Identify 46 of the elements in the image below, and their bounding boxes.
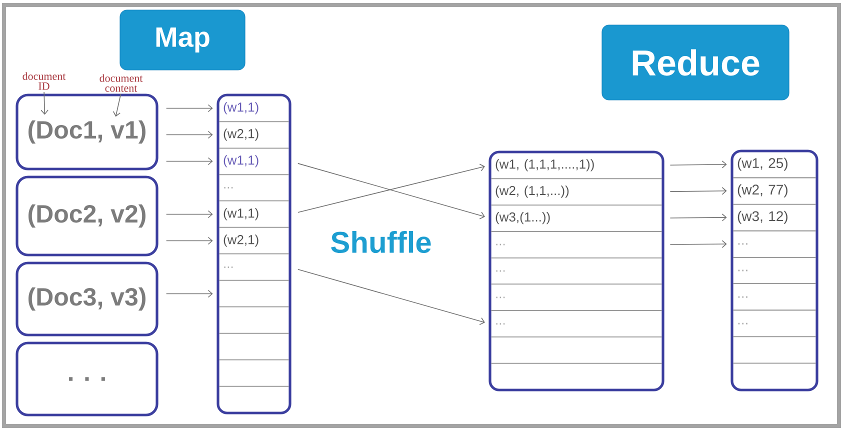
table-cell: ...	[490, 284, 662, 298]
arrow	[166, 157, 213, 166]
table-cell: (w1,1)	[218, 155, 290, 176]
table-cell: (w2,1)	[218, 226, 290, 247]
table-cell: ...	[732, 243, 816, 258]
table-cell: (w1,1)	[218, 200, 290, 220]
table-cell: (w3, 12)	[732, 210, 816, 232]
arrow	[670, 240, 727, 248]
table-cell: ...	[224, 187, 233, 188]
table-cell: (w1,1)	[218, 102, 290, 122]
arrow	[670, 187, 727, 195]
table-cell: ...	[218, 253, 290, 268]
annotation-text: document ID	[22, 72, 66, 90]
arrow	[670, 214, 727, 222]
table-cell: (w2, (1,1,...))	[490, 186, 662, 206]
table-cell: (w2, 77)	[732, 184, 816, 205]
annotation-text: document content	[100, 74, 143, 92]
arrow	[166, 290, 213, 298]
rounded-box: . . .	[16, 342, 158, 416]
arrow	[166, 236, 213, 245]
rounded-box: (Doc1, v1)	[16, 94, 158, 170]
rounded-box: (Doc3, v3)	[16, 262, 158, 336]
table-cell: (w1, 25)	[732, 158, 816, 178]
leader-arrow	[112, 94, 122, 117]
table-cell: ...	[490, 310, 662, 325]
heading-title: Map	[156, 27, 210, 53]
rounded-box: (Doc2, v2)	[16, 176, 158, 256]
table-cell: (w3,(1...))	[490, 212, 662, 232]
heading-title: Reduce	[632, 49, 760, 76]
list-column	[488, 150, 664, 392]
leader-arrow	[40, 92, 48, 115]
table-cell: ...	[732, 283, 816, 298]
arrow	[166, 104, 213, 112]
table-cell: ...	[732, 310, 816, 324]
arrow	[166, 130, 213, 139]
arrow	[670, 160, 727, 168]
table-cell: ...	[496, 270, 505, 272]
arrow	[298, 269, 485, 326]
table-cell: (w2,1)	[218, 128, 290, 149]
stage-label: Shuffle	[331, 230, 431, 254]
list-column	[730, 150, 818, 392]
table-cell: ...	[490, 244, 662, 258]
table-cell: ...	[738, 270, 748, 272]
arrow	[166, 210, 213, 218]
table-cell: (w1, (1,1,1,....,1))	[490, 159, 662, 180]
list-column	[216, 94, 292, 414]
